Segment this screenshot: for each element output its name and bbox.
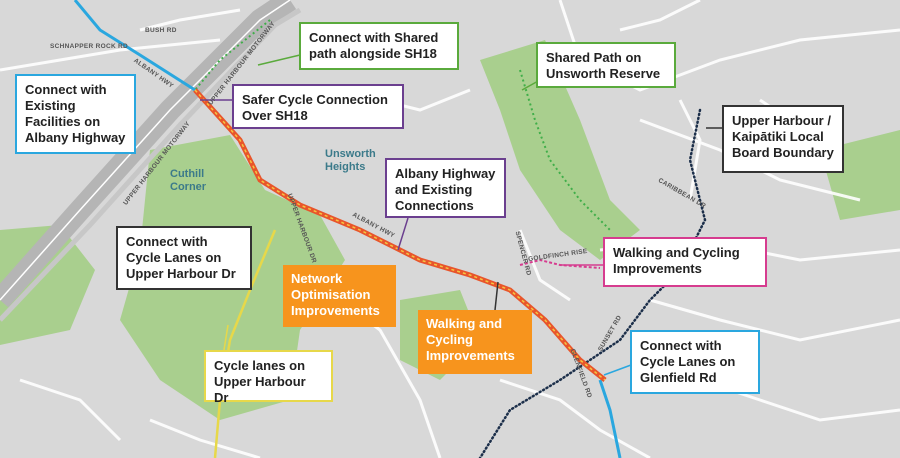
sh18-shared-path <box>194 19 271 91</box>
road-label-bush: BUSH RD <box>145 27 177 34</box>
callout-safer-cycle: Safer Cycle Connection Over SH18 <box>232 84 404 129</box>
callout-network-optimisation: Network Optimisation Improvements <box>283 265 396 327</box>
callout-albany-existing: Albany Highway and Existing Connections <box>385 158 506 218</box>
road-label-schnapper: SCHNAPPER ROCK RD <box>50 43 129 50</box>
place-label-cuthill: Cuthill Corner <box>170 168 207 193</box>
callout-connect-upper-harbour: Connect with Cycle Lanes on Upper Harbou… <box>116 226 252 290</box>
callout-connect-glenfield: Connect with Cycle Lanes on Glenfield Rd <box>630 330 760 394</box>
park-area <box>480 40 640 260</box>
callout-connect-albany: Connect with Existing Facilities on Alba… <box>15 74 136 154</box>
upper-harbour-cycle-lanes <box>213 229 277 458</box>
existing-facility-glenfield <box>598 379 622 458</box>
place-label-unsworth: Unsworth Heights <box>325 148 376 173</box>
callout-connect-shared-sh18: Connect with Shared path alongside SH18 <box>299 22 459 70</box>
goldfinch-route <box>519 258 601 269</box>
callout-walking-cycling-orange: Walking and Cycling Improvements <box>418 310 532 374</box>
callout-shared-unsworth: Shared Path on Unsworth Reserve <box>536 42 676 88</box>
callout-cycle-lanes-upper: Cycle lanes on Upper Harbour Dr <box>204 350 333 405</box>
callout-board-boundary: Upper Harbour / Kaipātiki Local Board Bo… <box>722 105 844 173</box>
callout-walking-cycling-pink: Walking and Cycling Improvements <box>603 237 767 287</box>
board-boundary <box>478 108 707 458</box>
park-area <box>0 225 95 345</box>
existing-facility-albany <box>73 0 196 92</box>
